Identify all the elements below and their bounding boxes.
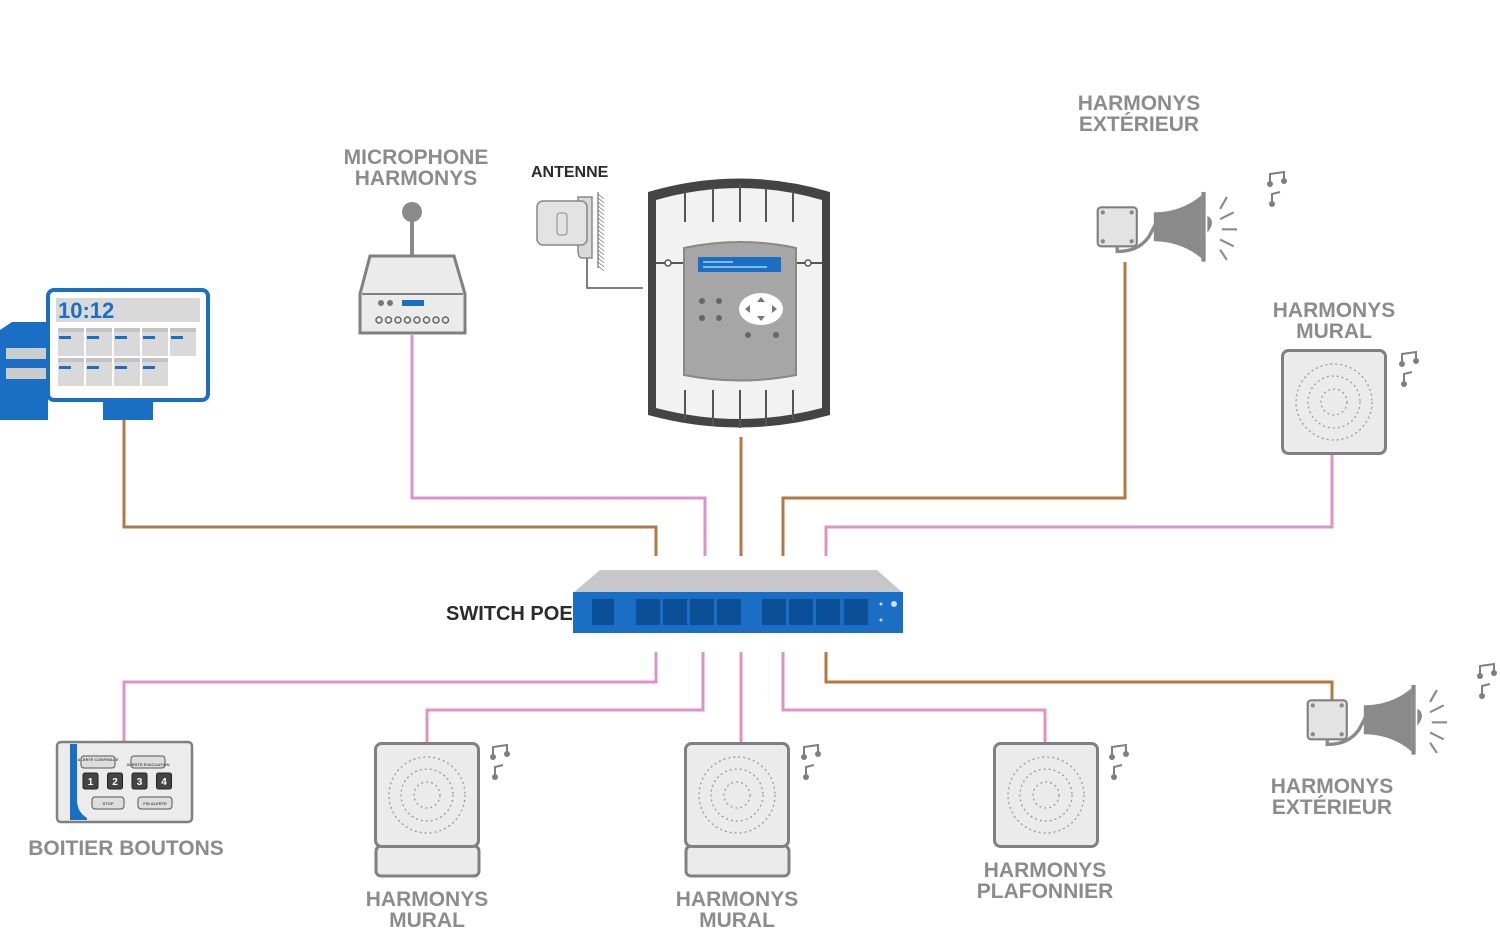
cable-antenna <box>586 258 643 289</box>
cable-mural-1 <box>425 652 705 742</box>
switch-port <box>762 599 786 625</box>
btn-end-alert: FIN ALERTE <box>143 801 167 806</box>
alert-button-label: 3 <box>137 777 143 788</box>
switch-port <box>592 599 614 625</box>
mic-button <box>422 316 431 324</box>
calendar-cell <box>114 328 140 356</box>
label-mural-2-line1: HARMONYS <box>676 888 799 911</box>
label-mural-1-line1: HARMONYS <box>366 888 489 911</box>
calendar-cell <box>58 358 84 386</box>
cable-horn-bottom <box>824 652 1334 705</box>
outdoor-horn-speaker-bottom <box>1306 683 1449 757</box>
switch-port <box>690 599 714 625</box>
calendar-cell <box>86 358 112 386</box>
label-horn-top-line1: HARMONYS <box>1078 92 1201 115</box>
switch-port <box>844 599 868 625</box>
mic-button <box>375 316 383 324</box>
label-horn-bottom-line2: EXTÉRIEUR <box>1272 796 1392 819</box>
label-microphone-line2: HARMONYS <box>355 167 478 190</box>
ceiling-speaker <box>993 742 1099 848</box>
label-horn-top-line2: EXTÉRIEUR <box>1079 113 1199 136</box>
alert-button-1 <box>82 772 99 790</box>
label-mural-1-line2: MURAL <box>389 909 465 928</box>
label-mural-2-line2: MURAL <box>699 909 775 928</box>
cable-horn-top <box>781 262 1127 556</box>
antenna-device <box>536 192 605 272</box>
clock-display: 10:12 <box>58 298 114 323</box>
mic-button <box>441 316 450 324</box>
label-mural-right-line2: MURAL <box>1296 320 1372 343</box>
label-mural-right-line1: HARMONYS <box>1273 299 1396 322</box>
cable-microphone <box>410 335 707 556</box>
switch-port <box>717 599 741 625</box>
calendar-cell <box>170 328 196 356</box>
music-note-icon <box>1398 351 1420 388</box>
music-note-icon <box>1266 171 1288 208</box>
calendar-grid <box>58 328 196 386</box>
music-note-icon <box>1108 744 1130 781</box>
music-note-icon <box>1476 663 1498 700</box>
cables <box>122 258 1334 742</box>
btn-stop: STOP <box>103 801 114 806</box>
navigation-pad <box>739 293 783 325</box>
btn-label-evacuation: ALERTE ÉVACUATION <box>127 762 170 767</box>
label-switch: SWITCH POE <box>446 603 573 625</box>
central-unit <box>648 178 830 428</box>
lcd-display <box>698 257 781 272</box>
cable-monitor <box>122 420 658 556</box>
microphone-device <box>358 202 467 335</box>
poe-switch <box>573 570 903 633</box>
wall-speaker-right <box>1281 349 1387 455</box>
alert-button-4 <box>156 772 172 790</box>
label-button-box: BOITIER BOUTONS <box>28 837 224 860</box>
cable-mural-right <box>824 455 1334 556</box>
outdoor-horn-speaker-top <box>1096 190 1239 264</box>
calendar-cell <box>58 328 84 356</box>
btn-label-confinement: ALERTE CONFINAGE <box>77 757 118 762</box>
alert-button-label: 1 <box>88 777 94 788</box>
label-ceiling-line1: HARMONYS <box>984 859 1107 882</box>
alert-button-2 <box>107 772 123 790</box>
label-horn-bottom-line1: HARMONYS <box>1271 775 1394 798</box>
label-ceiling-line2: PLAFONNIER <box>977 880 1114 903</box>
mic-button <box>384 316 393 324</box>
mic-button <box>394 316 402 324</box>
cable-button-box <box>122 652 658 742</box>
switch-port <box>816 599 840 625</box>
calendar-cell <box>86 328 112 356</box>
cable-ceiling <box>781 652 1047 742</box>
monitor-workstation: 10:12 <box>0 288 210 420</box>
mic-button <box>403 316 412 324</box>
wall-speaker-2 <box>684 742 790 848</box>
music-note-icon <box>800 744 822 781</box>
mic-button <box>432 316 440 324</box>
label-antenna: ANTENNE <box>531 164 609 181</box>
calendar-cell <box>142 328 168 356</box>
calendar-cell <box>142 358 168 386</box>
mic-button <box>413 316 421 324</box>
alert-button-label: 2 <box>112 777 118 788</box>
alert-button-label: 4 <box>161 777 167 788</box>
switch-port <box>636 599 660 625</box>
label-microphone-line1: MICROPHONE <box>344 146 489 169</box>
calendar-cell <box>114 358 140 386</box>
alert-button-3 <box>131 772 148 790</box>
music-note-icon <box>489 744 511 781</box>
switch-port <box>789 599 813 625</box>
switch-port <box>663 599 687 625</box>
wall-speaker-1 <box>374 742 480 848</box>
